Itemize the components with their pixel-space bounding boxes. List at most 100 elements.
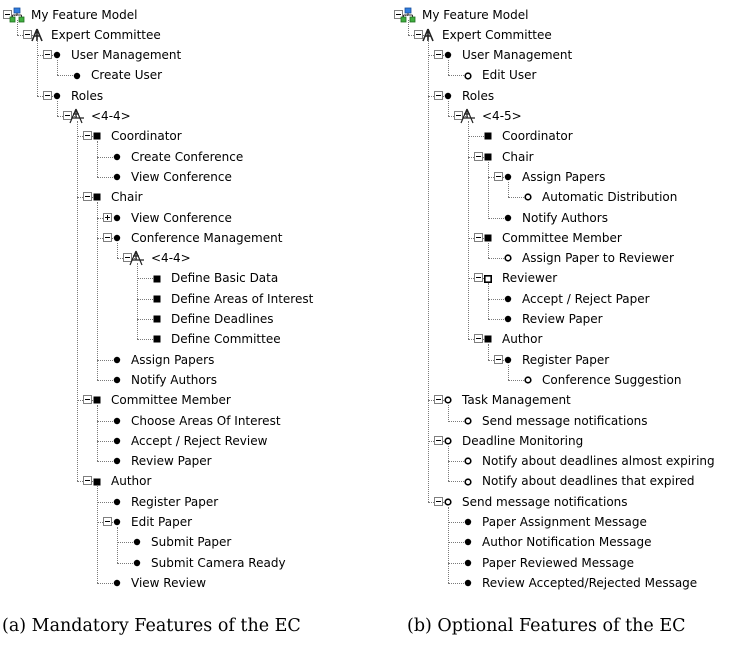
tree-node-edit-paper[interactable]: Edit Paper bbox=[0, 512, 380, 532]
tree-node-my-feature-model[interactable]: My Feature Model bbox=[391, 5, 736, 25]
tree-node-review-accepted-rejected-message[interactable]: Review Accepted/Rejected Message bbox=[391, 573, 736, 593]
collapse-toggle[interactable] bbox=[474, 334, 483, 344]
tree-node-4-4[interactable]: <4-4> bbox=[0, 106, 380, 126]
tree-connector bbox=[77, 400, 83, 402]
collapse-toggle[interactable] bbox=[103, 517, 112, 526]
collapse-toggle[interactable] bbox=[63, 111, 72, 120]
tree-node-chair[interactable]: Chair bbox=[0, 187, 380, 207]
tree-node-coordinator[interactable]: Coordinator bbox=[391, 126, 736, 146]
collapse-toggle[interactable] bbox=[83, 476, 92, 486]
tree-node-conference-suggestion[interactable]: Conference Suggestion bbox=[391, 370, 736, 390]
group-feature-icon bbox=[153, 289, 161, 309]
collapse-toggle[interactable] bbox=[434, 496, 443, 506]
tree-node-edit-user[interactable]: Edit User bbox=[391, 65, 736, 85]
collapse-toggle[interactable] bbox=[83, 192, 92, 202]
tree-node-notify-about-deadlines-almost-expiring[interactable]: Notify about deadlines almost expiring bbox=[391, 451, 736, 471]
tree-connector bbox=[137, 298, 153, 300]
collapse-toggle[interactable] bbox=[43, 90, 52, 100]
tree-node-committee-member[interactable]: Committee Member bbox=[0, 390, 380, 410]
tree-node-submit-paper[interactable]: Submit Paper bbox=[0, 532, 380, 552]
tree-node-notify-about-deadlines-that-expired[interactable]: Notify about deadlines that expired bbox=[391, 471, 736, 491]
tree-node-4-5[interactable]: <4-5> bbox=[391, 106, 736, 126]
collapse-toggle[interactable] bbox=[83, 131, 92, 141]
tree-node-label: View Review bbox=[131, 575, 207, 590]
tree-node-assign-papers[interactable]: Assign Papers bbox=[0, 350, 380, 370]
tree-node-review-paper[interactable]: Review Paper bbox=[391, 309, 736, 329]
tree-node-coordinator[interactable]: Coordinator bbox=[0, 126, 380, 146]
mandatory-feature-icon bbox=[113, 573, 121, 593]
tree-node-user-management[interactable]: User Management bbox=[0, 45, 380, 65]
collapse-toggle[interactable] bbox=[494, 171, 503, 181]
tree-node-label: Edit User bbox=[482, 68, 537, 83]
tree-node-my-feature-model[interactable]: My Feature Model bbox=[0, 5, 380, 25]
tree-node-automatic-distribution[interactable]: Automatic Distribution bbox=[391, 187, 736, 207]
tree-node-choose-areas-of-interest[interactable]: Choose Areas Of Interest bbox=[0, 411, 380, 431]
tree-connector bbox=[132, 258, 137, 260]
tree-node-create-user[interactable]: Create User bbox=[0, 65, 380, 85]
collapse-toggle[interactable] bbox=[474, 273, 483, 283]
tree-node-define-deadlines[interactable]: Define Deadlines bbox=[0, 309, 380, 329]
tree-node-submit-camera-ready[interactable]: Submit Camera Ready bbox=[0, 553, 380, 573]
tree-node-send-message-notifications[interactable]: Send message notifications bbox=[391, 492, 736, 512]
collapse-toggle[interactable] bbox=[474, 232, 483, 242]
tree-connector bbox=[508, 197, 524, 199]
collapse-toggle[interactable] bbox=[474, 151, 483, 161]
expand-toggle[interactable] bbox=[103, 212, 112, 222]
tree-node-define-committee[interactable]: Define Committee bbox=[0, 329, 380, 349]
collapse-toggle[interactable] bbox=[434, 90, 443, 100]
mandatory-feature-icon bbox=[504, 350, 512, 370]
tree-node-notify-authors[interactable]: Notify Authors bbox=[0, 370, 380, 390]
tree-node-conference-management[interactable]: Conference Management bbox=[0, 228, 380, 248]
tree-node-send-message-notifications[interactable]: Send message notifications bbox=[391, 411, 736, 431]
tree-node-view-conference[interactable]: View Conference bbox=[0, 208, 380, 228]
tree-node-committee-member[interactable]: Committee Member bbox=[391, 228, 736, 248]
mandatory-feature-icon bbox=[113, 167, 121, 187]
collapse-toggle[interactable] bbox=[83, 395, 92, 405]
collapse-toggle[interactable] bbox=[434, 50, 443, 60]
tree-node-define-areas-of-interest[interactable]: Define Areas of Interest bbox=[0, 289, 380, 309]
tree-node-task-management[interactable]: Task Management bbox=[391, 390, 736, 410]
tree-node-author-notification-message[interactable]: Author Notification Message bbox=[391, 532, 736, 552]
tree-node-paper-assignment-message[interactable]: Paper Assignment Message bbox=[391, 512, 736, 532]
tree-node-view-review[interactable]: View Review bbox=[0, 573, 380, 593]
tree-node-chair[interactable]: Chair bbox=[391, 147, 736, 167]
tree-node-label: Review Accepted/Rejected Message bbox=[482, 575, 698, 590]
tree-node-assign-paper-to-reviewer[interactable]: Assign Paper to Reviewer bbox=[391, 248, 736, 268]
tree-node-expert-committee[interactable]: Expert Committee bbox=[391, 25, 736, 45]
tree-connector bbox=[97, 379, 113, 381]
collapse-toggle[interactable] bbox=[3, 9, 12, 19]
collapse-toggle[interactable] bbox=[434, 435, 443, 445]
tree-node-user-management[interactable]: User Management bbox=[391, 45, 736, 65]
tree-node-register-paper[interactable]: Register Paper bbox=[0, 492, 380, 512]
tree-node-define-basic-data[interactable]: Define Basic Data bbox=[0, 268, 380, 288]
collapse-toggle[interactable] bbox=[123, 253, 132, 263]
tree-node-4-4[interactable]: <4-4> bbox=[0, 248, 380, 268]
tree-node-roles[interactable]: Roles bbox=[391, 86, 736, 106]
tree-node-accept-reject-paper[interactable]: Accept / Reject Paper bbox=[391, 289, 736, 309]
tree-node-accept-reject-review[interactable]: Accept / Reject Review bbox=[0, 431, 380, 451]
tree-node-review-paper[interactable]: Review Paper bbox=[0, 451, 380, 471]
collapse-toggle[interactable] bbox=[103, 232, 112, 242]
tree-node-author[interactable]: Author bbox=[0, 471, 380, 491]
tree-node-deadline-monitoring[interactable]: Deadline Monitoring bbox=[391, 431, 736, 451]
collapse-toggle[interactable] bbox=[454, 111, 463, 120]
tree-node-create-conference[interactable]: Create Conference bbox=[0, 147, 380, 167]
tree-node-reviewer[interactable]: Reviewer bbox=[391, 268, 736, 288]
tree-node-assign-papers[interactable]: Assign Papers bbox=[391, 167, 736, 187]
tree-connector bbox=[77, 136, 83, 138]
tree-node-register-paper[interactable]: Register Paper bbox=[391, 350, 736, 370]
collapse-toggle[interactable] bbox=[434, 395, 443, 405]
tree-node-label: Chair bbox=[502, 149, 534, 164]
tree-node-roles[interactable]: Roles bbox=[0, 86, 380, 106]
collapse-toggle[interactable] bbox=[494, 354, 503, 364]
tree-node-paper-reviewed-message[interactable]: Paper Reviewed Message bbox=[391, 553, 736, 573]
tree-connector bbox=[97, 156, 113, 158]
collapse-toggle[interactable] bbox=[23, 29, 32, 39]
tree-node-view-conference[interactable]: View Conference bbox=[0, 167, 380, 187]
tree-node-notify-authors[interactable]: Notify Authors bbox=[391, 208, 736, 228]
tree-node-expert-committee[interactable]: Expert Committee bbox=[0, 25, 380, 45]
collapse-toggle[interactable] bbox=[394, 9, 403, 19]
collapse-toggle[interactable] bbox=[43, 50, 52, 60]
collapse-toggle[interactable] bbox=[414, 29, 423, 39]
tree-node-author[interactable]: Author bbox=[391, 329, 736, 349]
